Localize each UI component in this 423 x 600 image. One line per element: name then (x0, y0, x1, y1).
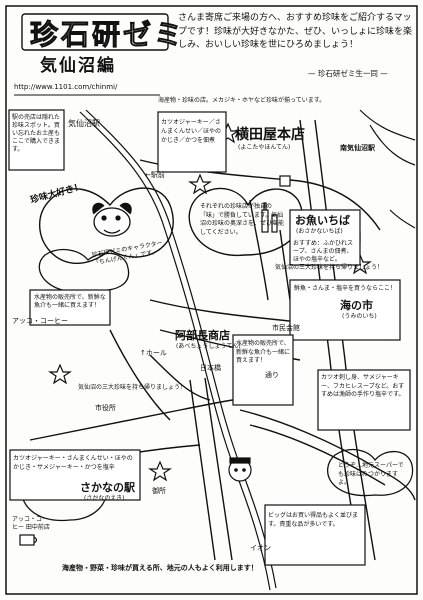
star-marker-abe (188, 173, 212, 195)
right-heart (326, 448, 414, 497)
shop-yokoyama: 横田屋本店 (235, 127, 305, 143)
note-right: どうぞ…地元スーパーでも珍味はみつかりますよ。 (338, 462, 404, 486)
shop-abe: 阿部長商店 (175, 329, 230, 342)
star-marker-kinoeki (148, 460, 172, 482)
fisherman-face (228, 457, 252, 482)
label-cafe-2: アッコ・コーヒー 田中前店 (12, 516, 50, 531)
note-left: 水産物の販売所で、新鮮な魚介も一緒に買えます！ (34, 294, 106, 309)
railway-line (79, 109, 277, 591)
note-ion: ビッグはお買い得品もよく並びます。貴重な品が多いです。 (268, 512, 359, 528)
coastline (359, 109, 416, 229)
left-note-box (29, 289, 111, 326)
label-hall: ↑ホール (140, 349, 167, 357)
footer-note: 海産物・野菜・珍味が買える所、地元の人もよく利用します！ (62, 564, 258, 572)
shop-umino: 海の市 (340, 299, 373, 312)
url-link[interactable]: http://www.1101.com/chinmi/ (14, 83, 118, 91)
square-marker (279, 175, 291, 187)
center-note-box (232, 334, 294, 406)
note-ohama: おすすめ：ふかひれスープ、さんまの佃煮、ほやの塩辛など。 (293, 240, 354, 263)
page-title: 珍石研ゼミ (29, 18, 186, 51)
label-gosho: 御所 (152, 487, 166, 495)
shop-yokoyama-reading: (よこたやほんてん) (238, 144, 291, 151)
shop-abe-reading: (あべちょうしょうてん) (176, 343, 241, 350)
label-cafe: アッコ・コーヒー (12, 317, 68, 325)
yokoyama-box (157, 111, 227, 173)
label-koryo: 市民会館 (272, 324, 300, 332)
label-shiyakusho: 市役所 (95, 404, 116, 412)
umino-box (289, 279, 401, 341)
note-center: それぞれの珍味店が独自の「味」で勝負しています。気仙沼の珍味の奥深さを、ぜひ堪能… (200, 203, 285, 236)
shop-ohama: お魚いちば (295, 214, 350, 227)
label-kesennuma-station: 気仙沼駅 (68, 119, 100, 128)
signature: — 珍石研ゼミ生一同 — (308, 69, 388, 78)
note-station: 駅の売店は隠れた珍味スポット。買い忘れたお土産もここで購入できます。 (12, 114, 61, 153)
bottle-drawing (261, 202, 278, 233)
note-sanma: 鮮魚・さんま・塩辛を買うならここ！ (294, 285, 397, 292)
title-frame (21, 13, 169, 51)
page-frame (5, 5, 418, 595)
ohama-box (289, 209, 361, 266)
note-kinkyo-2: 気仙沼の三大珍味を持ち帰りましょう！ (78, 384, 187, 391)
ion-box (264, 504, 366, 566)
label-toki: 通り (265, 371, 279, 379)
kinoeki-items: カツオジャーキー・さんまくんせい・ほやのかじき・サメジャーキー・かつを塩辛 (13, 455, 133, 471)
label-ekimae: ←駅前 (145, 171, 165, 179)
station-note-box (8, 109, 65, 171)
note-umino: カツオ刺し身、サメジャーキー、フカヒレスープなど。おすすめは漁師の手作り塩辛です… (321, 374, 405, 398)
label-ion: イオン (250, 544, 271, 552)
umino-detail-box (317, 369, 411, 431)
shop-kinoeki-reading: (さかなのえき) (84, 495, 125, 502)
shop-umino-reading: (うみのいち) (342, 313, 377, 320)
kinoeki-box (9, 449, 141, 501)
intro-text: さんま寄席ご来場の方へ、おすすめ珍味をご紹介するマップです！珍味が大好きなかた、… (178, 13, 413, 50)
note-center-box: 水産物の販売所で、新鮮な魚介も一緒に買えます！ (236, 340, 291, 364)
note-kinkyo: 気仙沼の三大珍味を持ち帰りましょう！ (275, 264, 384, 271)
label-minamikesennuma: 南気仙沼駅 (340, 144, 375, 152)
star-marker-station (48, 363, 72, 385)
shop-kinoeki: さかなの駅 (80, 481, 135, 494)
page-subtitle: 気仙沼編 (40, 56, 116, 76)
label-nihonbashi: 日本橋 (200, 364, 221, 372)
mascot-character (92, 202, 132, 237)
yokoyama-items: カツオジャーキー／さんまくんせい／ほやのかじき／かつを佃煮 (161, 119, 222, 144)
mascot-heart (39, 187, 174, 264)
coffee-cup-drawing (19, 534, 38, 546)
shop-ohama-reading: (おさかないちば) (296, 228, 343, 235)
note-nakamachi: 海産物・珍味の店。メカジキ・ホヤなど珍味が揃っています。 (158, 97, 326, 104)
left-heart (38, 248, 130, 293)
